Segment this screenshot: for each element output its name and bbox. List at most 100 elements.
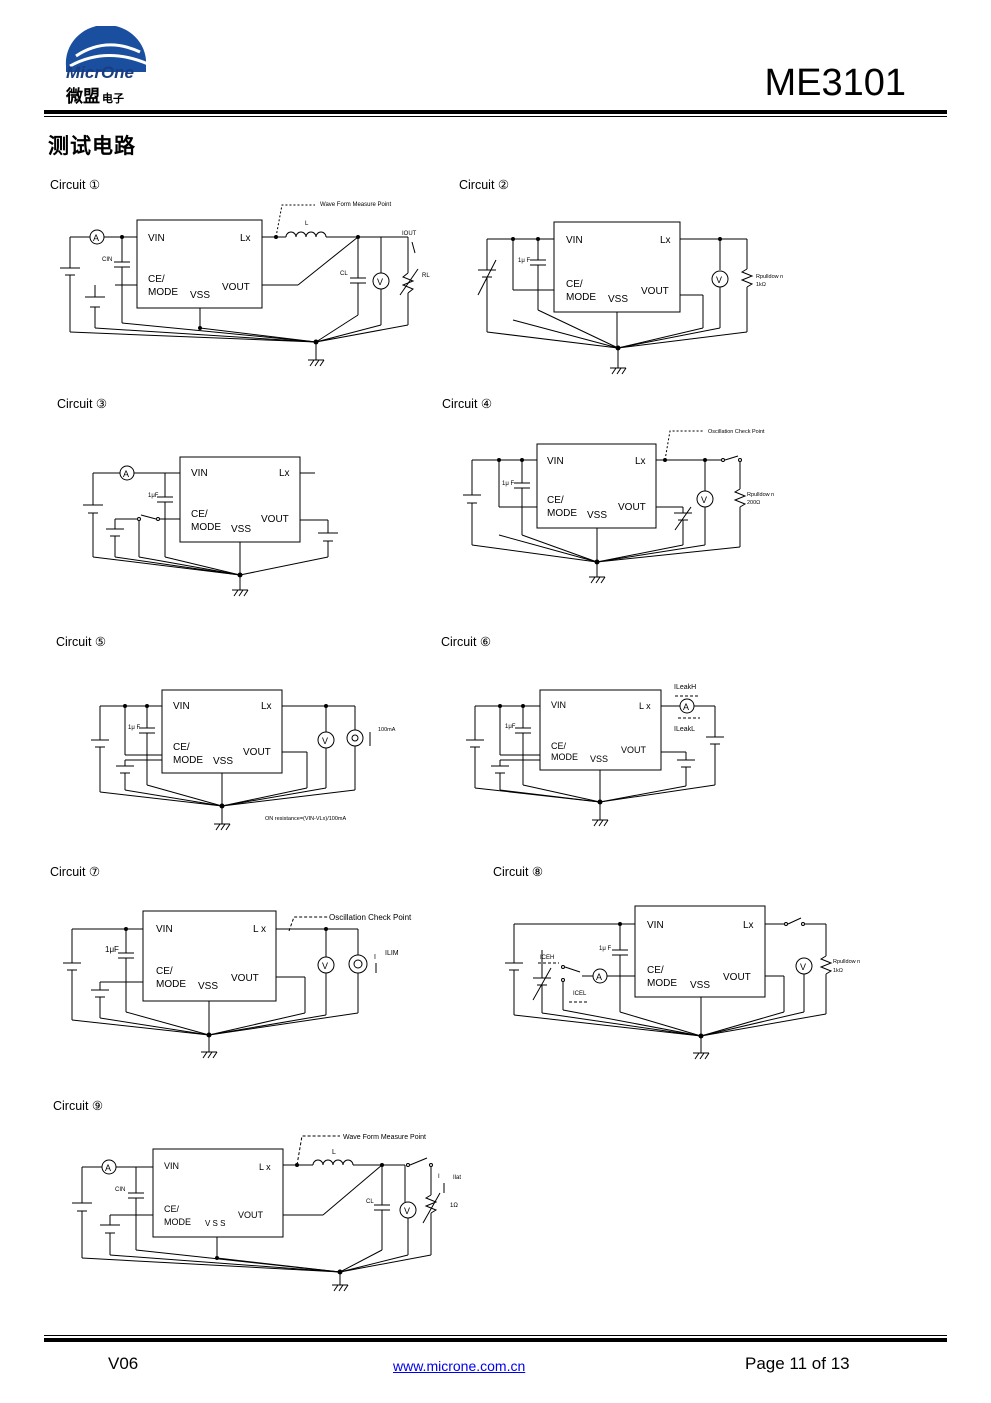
c6-lx: L x bbox=[639, 701, 651, 711]
c6-ileakh: ILeakH bbox=[674, 684, 696, 691]
circuit-8-diagram: VIN Lx CE/ MODE VSS VOUT 1μ F ICEH A ICE… bbox=[505, 905, 860, 1060]
header-rule-thin bbox=[44, 116, 947, 117]
footer-page: Page 11 of 13 bbox=[745, 1354, 850, 1373]
circuit-7-diagram: Oscillation Check Point VIN L x CE/ MODE… bbox=[63, 910, 412, 1059]
c3-ic bbox=[179, 456, 301, 543]
c2-ic bbox=[553, 221, 681, 313]
c5-on: ON resistance=(VIN-VLx)/100mA bbox=[265, 816, 346, 822]
c3-vout: VOUT bbox=[261, 514, 289, 525]
c2-mode: MODE bbox=[566, 292, 596, 303]
c4-vin: VIN bbox=[547, 456, 564, 467]
c3-lx: Lx bbox=[279, 468, 290, 479]
c1-ce: CE/ bbox=[148, 274, 165, 285]
c1-ammeter-label: A bbox=[93, 233, 99, 243]
c9-r: 1Ω bbox=[450, 1203, 458, 1209]
c5-mode: MODE bbox=[173, 755, 203, 766]
c8-vout: VOUT bbox=[723, 972, 751, 983]
c9-ammeter-label: A bbox=[105, 1163, 111, 1173]
c2-cap: 1μ F bbox=[518, 258, 530, 264]
c3-cap: 1μF bbox=[148, 493, 159, 499]
c4-ic bbox=[536, 443, 657, 529]
circuit-label-6: Circuit ⑥ bbox=[441, 635, 492, 649]
c6-vin: VIN bbox=[551, 700, 566, 710]
footer-rule-thin bbox=[44, 1335, 947, 1336]
c8-lx: Lx bbox=[743, 920, 754, 931]
c7-ce: CE/ bbox=[156, 966, 173, 977]
c4-cap: 1μ F bbox=[502, 481, 514, 487]
logo-cn: 微盟 bbox=[66, 87, 100, 107]
footer-version: V06 bbox=[108, 1354, 139, 1373]
c1-l: L bbox=[305, 221, 309, 227]
c1-ammeter bbox=[89, 229, 105, 245]
c7-osc: Oscillation Check Point bbox=[329, 913, 412, 922]
c9-vout: VOUT bbox=[238, 1210, 264, 1220]
c7-i: I bbox=[374, 954, 376, 961]
footer-url-wrap: www.microne.com.cn bbox=[393, 1356, 525, 1376]
c7-vout: VOUT bbox=[231, 973, 259, 984]
c6-vout: VOUT bbox=[621, 745, 647, 755]
c1-iout: IOUT bbox=[402, 231, 417, 237]
c4-ce: CE/ bbox=[547, 495, 564, 506]
c4-lx: Lx bbox=[635, 456, 646, 467]
c5-vss: VSS bbox=[213, 756, 233, 767]
c5-vin: VIN bbox=[173, 701, 190, 712]
c8-pullval: 1kΩ bbox=[833, 968, 843, 974]
c5-cur: 100mA bbox=[378, 727, 396, 733]
c4-voltmeter-label: V bbox=[701, 495, 707, 505]
c8-icel: ICEL bbox=[573, 991, 587, 997]
circuit-9-diagram: Wave Form Measure Point VIN L x CE/ MODE… bbox=[72, 1134, 461, 1292]
c2-ce: CE/ bbox=[566, 279, 583, 290]
footer-rule-thick bbox=[44, 1338, 947, 1342]
circuit-3-diagram: VIN Lx CE/ MODE VSS VOUT A 1μF bbox=[83, 456, 338, 597]
c8-iceh: ICEH bbox=[540, 955, 554, 961]
c1-wave-label: Wave Form Measure Point bbox=[320, 202, 391, 208]
c4-pullval: 200Ω bbox=[747, 500, 760, 506]
circuit-label-3: Circuit ③ bbox=[57, 397, 108, 411]
c5-ic bbox=[161, 689, 283, 774]
logo-text-cn: 微盟电子 bbox=[66, 82, 124, 107]
header-rule-thick bbox=[44, 110, 947, 114]
c3-ce: CE/ bbox=[191, 509, 208, 520]
c8-vss: VSS bbox=[690, 980, 710, 991]
part-number: ME3101 bbox=[764, 62, 906, 104]
c9-wave: Wave Form Measure Point bbox=[343, 1134, 426, 1141]
footer-url-link[interactable]: www.microne.com.cn bbox=[393, 1358, 526, 1374]
circuit-label-4: Circuit ④ bbox=[442, 397, 493, 411]
c1-ic bbox=[136, 219, 263, 309]
c8-mode: MODE bbox=[647, 978, 677, 989]
c7-ic bbox=[142, 910, 277, 1002]
c8-voltmeter-label: V bbox=[800, 962, 806, 972]
c7-cap: 1μF bbox=[105, 945, 119, 954]
logo-text: MicrOne bbox=[66, 63, 135, 82]
c1-cin: CIN bbox=[102, 257, 112, 263]
company-logo bbox=[65, 26, 149, 72]
c9-ilat: Ilat bbox=[453, 1175, 461, 1181]
circuit-2-diagram: VIN Lx CE/ MODE VSS VOUT 1μ F V Rpulldow… bbox=[477, 221, 783, 375]
c3-vss: VSS bbox=[231, 524, 251, 535]
c9-vss: V S S bbox=[205, 1219, 225, 1228]
c1-lx: Lx bbox=[240, 233, 251, 244]
c9-i: I bbox=[438, 1174, 440, 1180]
c4-osc: Oscillation Check Point bbox=[708, 429, 765, 435]
c2-lx: Lx bbox=[660, 235, 671, 246]
circuit-label-5: Circuit ⑤ bbox=[56, 635, 107, 649]
c3-vin: VIN bbox=[191, 468, 208, 479]
c9-cl: CL bbox=[366, 1199, 374, 1205]
circuit-1-diagram: Wave Form Measure Point VIN Lx CE/ MODE … bbox=[60, 202, 430, 367]
c1-cl: CL bbox=[340, 271, 348, 277]
c2-vin: VIN bbox=[566, 235, 583, 246]
c5-voltmeter-label: V bbox=[322, 736, 328, 746]
c6-mode: MODE bbox=[551, 752, 578, 762]
c3-mode: MODE bbox=[191, 522, 221, 533]
c5-cap: 1μ F bbox=[128, 725, 140, 731]
c6-vss: VSS bbox=[590, 754, 608, 764]
c9-ic bbox=[152, 1148, 284, 1238]
c8-ce: CE/ bbox=[647, 965, 664, 976]
c7-vss: VSS bbox=[198, 981, 218, 992]
c8-cap: 1μ F bbox=[599, 946, 611, 952]
c8-pull: Rpulldow n bbox=[833, 959, 860, 965]
c1-vout: VOUT bbox=[222, 282, 250, 293]
c4-mode: MODE bbox=[547, 508, 577, 519]
c8-ic bbox=[634, 905, 766, 998]
